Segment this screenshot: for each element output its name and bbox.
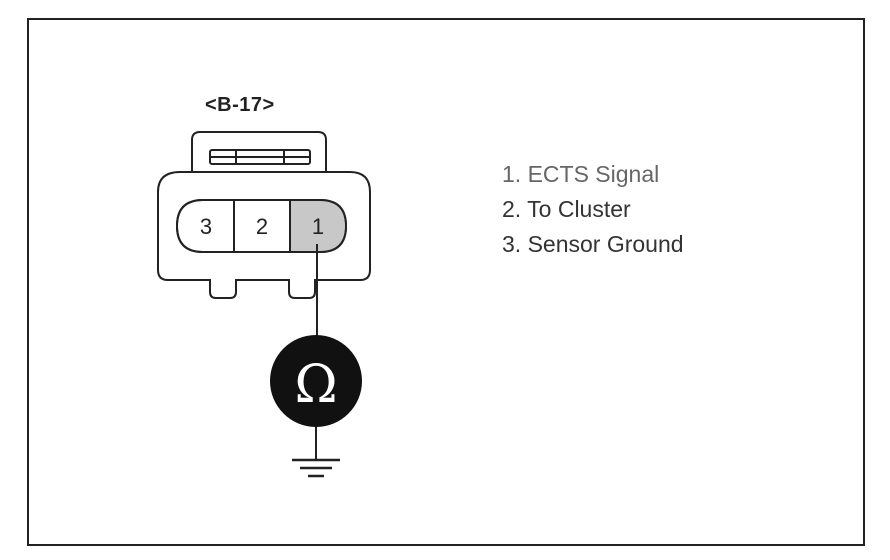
pin-legend: 1. ECTS Signal 2. To Cluster 3. Sensor G… — [502, 157, 684, 262]
legend-item-3: 3. Sensor Ground — [502, 231, 684, 257]
ohm-symbol: Ω — [294, 355, 337, 415]
pin-number-1: 1 — [312, 214, 324, 239]
ground-icon — [292, 458, 340, 478]
pin-number-3: 3 — [200, 214, 212, 239]
legend-item-1: 1. ECTS Signal — [502, 161, 660, 187]
ohmmeter-icon: Ω — [270, 335, 362, 427]
legend-item-2: 2. To Cluster — [502, 196, 631, 222]
pin-1-highlight — [290, 201, 345, 251]
connector-latch — [191, 131, 327, 172]
diagram-frame — [27, 18, 865, 546]
connector-label: <B-17> — [205, 94, 275, 116]
pin-number-2: 2 — [256, 214, 268, 239]
